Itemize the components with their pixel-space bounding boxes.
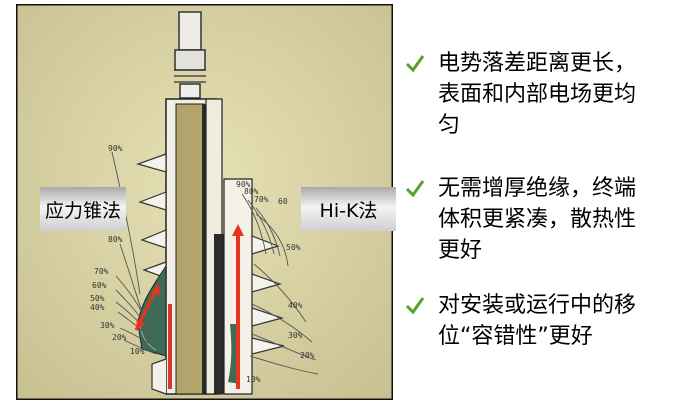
left-mark-10: 10%: [130, 347, 145, 356]
right-mark-50: 50%: [286, 243, 301, 252]
check-icon: [405, 55, 425, 73]
check-icon: [405, 297, 425, 315]
left-mark-60: 60%: [92, 281, 107, 290]
stress-cone-method-label: 应力锥法: [40, 187, 126, 231]
check-icon: [405, 180, 425, 198]
left-mark-20: 20%: [112, 333, 127, 342]
right-insulator: [205, 98, 319, 395]
left-mark-80: 80%: [108, 235, 123, 244]
left-mark-70: 70%: [94, 267, 109, 276]
left-mark-50: 50%: [90, 294, 105, 303]
bullet-text: 对安装或运行中的移 位“容错性”更好: [438, 293, 637, 349]
right-mark-70: 70%: [254, 195, 269, 204]
right-mark-30: 30%: [288, 331, 303, 340]
bullet-text: 无需增厚绝缘，终端 体积更紧凑，散热性 更好: [438, 176, 637, 263]
right-mark-20: 20%: [300, 351, 315, 360]
bullet-text: 电势落差距离更长， 表面和内部电场更均 匀: [438, 51, 637, 138]
right-mark-40: 40%: [288, 301, 303, 310]
left-insulator: [111, 98, 217, 395]
top-connector: [174, 11, 206, 99]
left-mark-30: 30%: [100, 321, 115, 330]
right-mark-60: 60: [278, 197, 288, 206]
left-percent-marks: 90% 80% 70% 60% 50% 40% 30% 20% 10%: [90, 144, 145, 356]
right-mark-80: 80%: [244, 187, 259, 196]
right-mark-90: 90%: [236, 180, 251, 189]
left-mark-40: 40%: [90, 303, 105, 312]
insulator-diagram-photo: 90% 80% 70% 60% 50% 40% 30% 20% 10% 90% …: [16, 4, 396, 400]
advantages-list: 电势落差距离更长， 表面和内部电场更均 匀 无需增厚绝缘，终端 体积更紧凑，散热…: [400, 0, 692, 410]
left-mark-90: 90%: [108, 144, 123, 153]
hi-k-method-label: Hi-K法: [301, 187, 396, 231]
right-percent-marks: 90% 80% 70% 60 50% 40% 30% 20% 10%: [236, 180, 315, 384]
right-mark-10: 10%: [246, 375, 261, 384]
